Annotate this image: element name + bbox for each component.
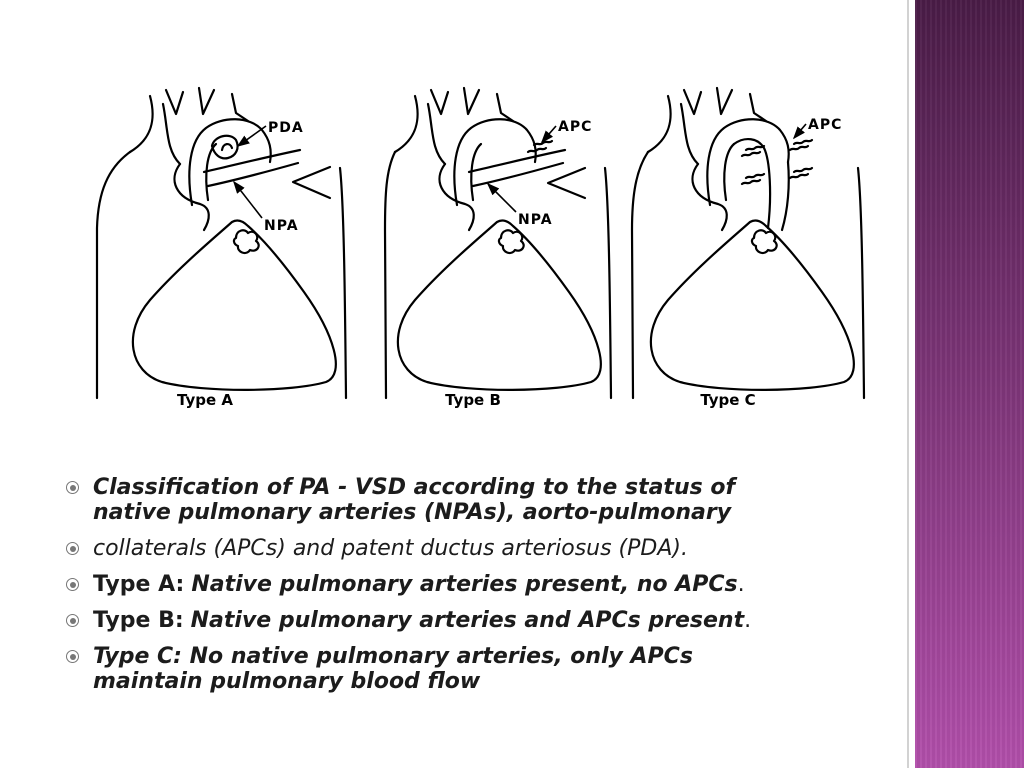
bullet-item: collaterals (APCs) and patent ductus art… bbox=[66, 536, 896, 561]
bullet-body: Native pulmonary arteries present, no AP… bbox=[191, 572, 738, 597]
type-c-panel: APC Type C bbox=[630, 86, 866, 409]
apc-label: APC bbox=[808, 117, 842, 133]
type-b-caption: Type B bbox=[445, 391, 501, 409]
pda-arrow bbox=[236, 125, 267, 147]
left-border bbox=[95, 150, 132, 400]
npa-branches bbox=[546, 166, 587, 200]
apc-label: APC bbox=[558, 119, 592, 135]
npa-lower bbox=[471, 161, 565, 188]
type-a-heart-drawing bbox=[128, 86, 348, 400]
apc-squiggle bbox=[740, 144, 766, 158]
descending-aorta-inner bbox=[732, 138, 772, 230]
apc-arrow bbox=[792, 123, 807, 140]
npa-label: NPA bbox=[264, 218, 299, 234]
bullet-text: Classification of PA - VSD according to … bbox=[93, 475, 735, 525]
npa-lower bbox=[206, 161, 300, 188]
bullet-text: Type B: Native pulmonary arteries and AP… bbox=[93, 608, 751, 633]
pda-inner bbox=[220, 143, 234, 152]
type-c-caption: Type C bbox=[700, 391, 755, 409]
npa-upper bbox=[202, 148, 302, 174]
bullet-item: Type C: No native pulmonary arteries, on… bbox=[66, 644, 896, 694]
pda-loop bbox=[210, 134, 239, 160]
type-a-caption: Type A bbox=[177, 391, 233, 409]
bullet-line: Classification of PA - VSD according to … bbox=[93, 475, 736, 500]
bullet-item: Type B: Native pulmonary arteries and AP… bbox=[66, 608, 896, 633]
bullet-text: collaterals (APCs) and patent ductus art… bbox=[93, 536, 688, 561]
npa-label: NPA bbox=[518, 212, 553, 228]
npa-upper bbox=[467, 148, 567, 174]
bullet-item: Type A: Native pulmonary arteries presen… bbox=[66, 572, 896, 597]
pa-vsd-classification-diagram: PDA NPA Type A APC NPA Type B bbox=[95, 86, 866, 409]
bullet-line: Type C: No native pulmonary arteries, on… bbox=[93, 644, 693, 669]
bullet-label: Type B: bbox=[93, 608, 184, 633]
left-border bbox=[630, 150, 650, 400]
bullet-body: Native pulmonary arteries and APCs prese… bbox=[190, 608, 745, 633]
bullet-end: . bbox=[737, 572, 745, 597]
type-b-panel: APC NPA Type B bbox=[383, 86, 613, 409]
circled-dot-bullet-icon bbox=[66, 650, 79, 663]
apc-squiggle bbox=[788, 138, 814, 152]
circled-dot-bullet-icon bbox=[66, 578, 79, 591]
npa-arrow bbox=[233, 180, 263, 219]
type-a-panel: PDA NPA Type A bbox=[95, 86, 348, 409]
bullet-end: . bbox=[744, 608, 752, 633]
circled-dot-bullet-icon bbox=[66, 542, 79, 555]
circled-dot-bullet-icon bbox=[66, 614, 79, 627]
descending-aorta-outer bbox=[780, 160, 790, 232]
pda-label: PDA bbox=[268, 120, 304, 136]
circled-dot-bullet-icon bbox=[66, 481, 79, 494]
type-c-heart-drawing bbox=[646, 86, 866, 400]
bullet-label: Type A: bbox=[93, 572, 185, 597]
left-border bbox=[383, 150, 397, 400]
bullet-text: Type A: Native pulmonary arteries presen… bbox=[93, 572, 745, 597]
apc-squiggle bbox=[740, 172, 766, 186]
sidebar-divider bbox=[907, 0, 909, 768]
bullet-line: native pulmonary arteries (NPAs), aorto-… bbox=[93, 500, 732, 525]
bullet-line: maintain pulmonary blood flow bbox=[93, 669, 481, 694]
apc-arrow bbox=[540, 125, 557, 144]
apc-squiggle bbox=[526, 139, 554, 154]
npa-arrow bbox=[486, 182, 517, 213]
apc-squiggle bbox=[788, 166, 814, 180]
bullet-list: Classification of PA - VSD according to … bbox=[66, 475, 896, 705]
bullet-text: Type C: No native pulmonary arteries, on… bbox=[93, 644, 693, 694]
decorative-sidebar bbox=[915, 0, 1024, 768]
npa-branches bbox=[291, 165, 332, 200]
bullet-item: Classification of PA - VSD according to … bbox=[66, 475, 896, 525]
